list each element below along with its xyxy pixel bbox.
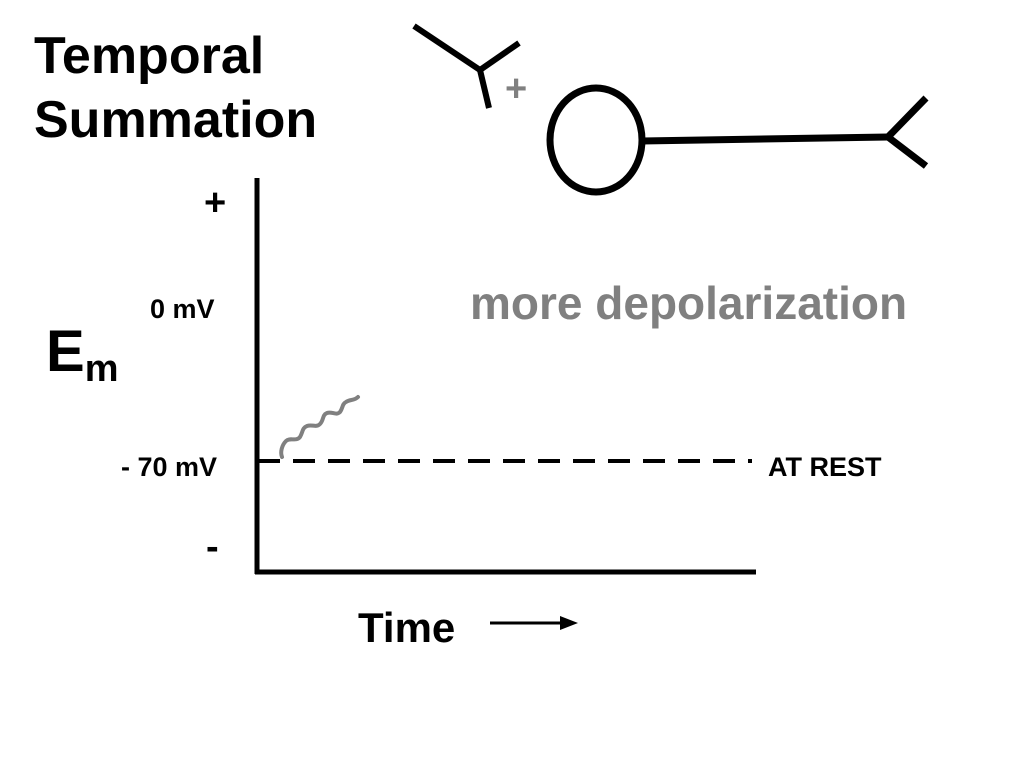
membrane-potential-trace [279,395,360,459]
page-title: Temporal Summation [34,24,317,152]
depolarization-annotation: more depolarization [470,277,908,329]
graph-axes [254,178,756,575]
membrane-potential-symbol: Em [46,318,118,390]
presynaptic-terminal [412,23,521,109]
postsynaptic-neuron [546,84,929,196]
at-rest-label: AT REST [768,452,882,482]
time-arrow-head [560,616,578,630]
y-axis-plus-label: + [204,182,227,224]
neuron-cell-body [546,84,646,196]
zero-mv-label: 0 mV [150,294,215,324]
x-axis-time-label: Time [358,604,456,651]
presynaptic-stem [477,69,492,109]
em-subscript: m [84,348,119,390]
presynaptic-branch-right [478,40,521,73]
title-line-2: Summation [34,91,318,149]
em-symbol: E [46,319,85,384]
resting-mv-label: - 70 mV [121,452,218,482]
time-arrow [490,616,578,630]
neuron-axon [641,133,889,145]
synapse-excitatory-sign: + [505,68,528,110]
title-line-1: Temporal [34,27,265,85]
axon-terminal-upper [885,95,929,140]
presynaptic-branch-left [412,23,482,73]
y-axis-minus-label: - [206,526,219,568]
axon-terminal-lower [885,134,929,169]
